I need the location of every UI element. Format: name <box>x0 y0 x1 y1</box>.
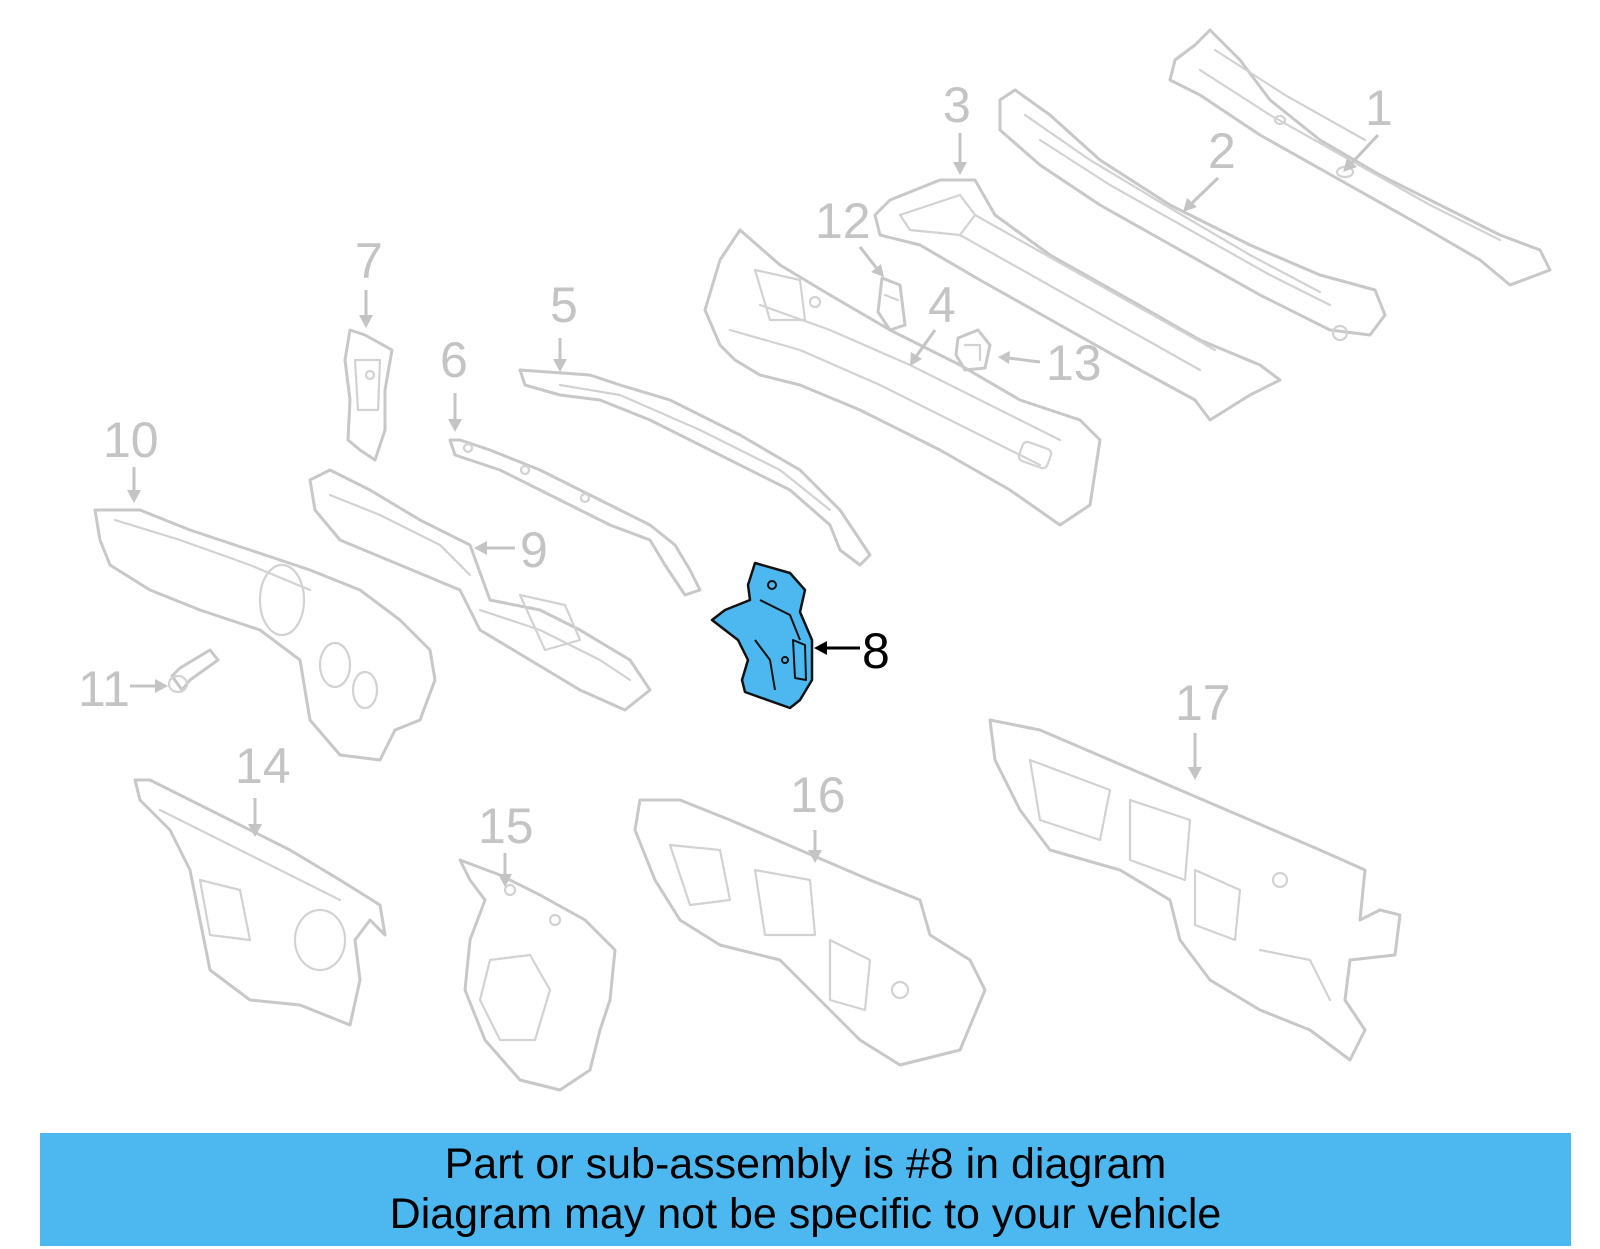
callout-15: 15 <box>478 798 534 854</box>
part-1 <box>1168 28 1552 287</box>
callout-arrows <box>127 133 1380 887</box>
part-14 <box>133 778 387 1027</box>
part-15 <box>458 858 617 1092</box>
part-10 <box>93 508 437 762</box>
part-7 <box>343 328 394 462</box>
callout-7: 7 <box>355 233 383 289</box>
part-2 <box>998 88 1387 342</box>
part-4 <box>703 228 1102 527</box>
callout-13: 13 <box>1046 335 1102 391</box>
parts-diagram: 1 2 3 4 5 6 7 8 9 10 11 12 13 14 15 16 1… <box>78 28 1552 1092</box>
part-5 <box>518 368 872 567</box>
callout-6: 6 <box>440 332 468 388</box>
callout-16: 16 <box>790 767 846 823</box>
callout-14: 14 <box>235 738 291 794</box>
callout-3: 3 <box>943 77 971 133</box>
callout-11: 11 <box>78 661 130 717</box>
callout-8: 8 <box>862 623 890 679</box>
part-6 <box>448 438 702 597</box>
callout-17: 17 <box>1175 675 1231 731</box>
info-banner: Part or sub-assembly is #8 in diagram Di… <box>40 1133 1571 1246</box>
callout-1: 1 <box>1365 80 1393 136</box>
callout-4: 4 <box>928 277 956 333</box>
part-9 <box>308 468 652 712</box>
part-11 <box>167 648 220 694</box>
callout-2: 2 <box>1208 123 1236 179</box>
callout-12: 12 <box>815 193 871 249</box>
callout-5: 5 <box>550 277 578 333</box>
part-16 <box>633 798 987 1067</box>
banner-disclaimer-text: Diagram may not be specific to your vehi… <box>389 1190 1222 1238</box>
part-12 <box>876 276 907 332</box>
callout-10: 10 <box>103 412 159 468</box>
banner-part-text: Part or sub-assembly is #8 in diagram <box>444 1140 1167 1188</box>
part-8-highlighted <box>710 561 814 710</box>
part-13 <box>954 328 992 372</box>
callout-9: 9 <box>520 522 548 578</box>
part-17 <box>988 718 1402 1062</box>
part-3 <box>873 178 1282 422</box>
